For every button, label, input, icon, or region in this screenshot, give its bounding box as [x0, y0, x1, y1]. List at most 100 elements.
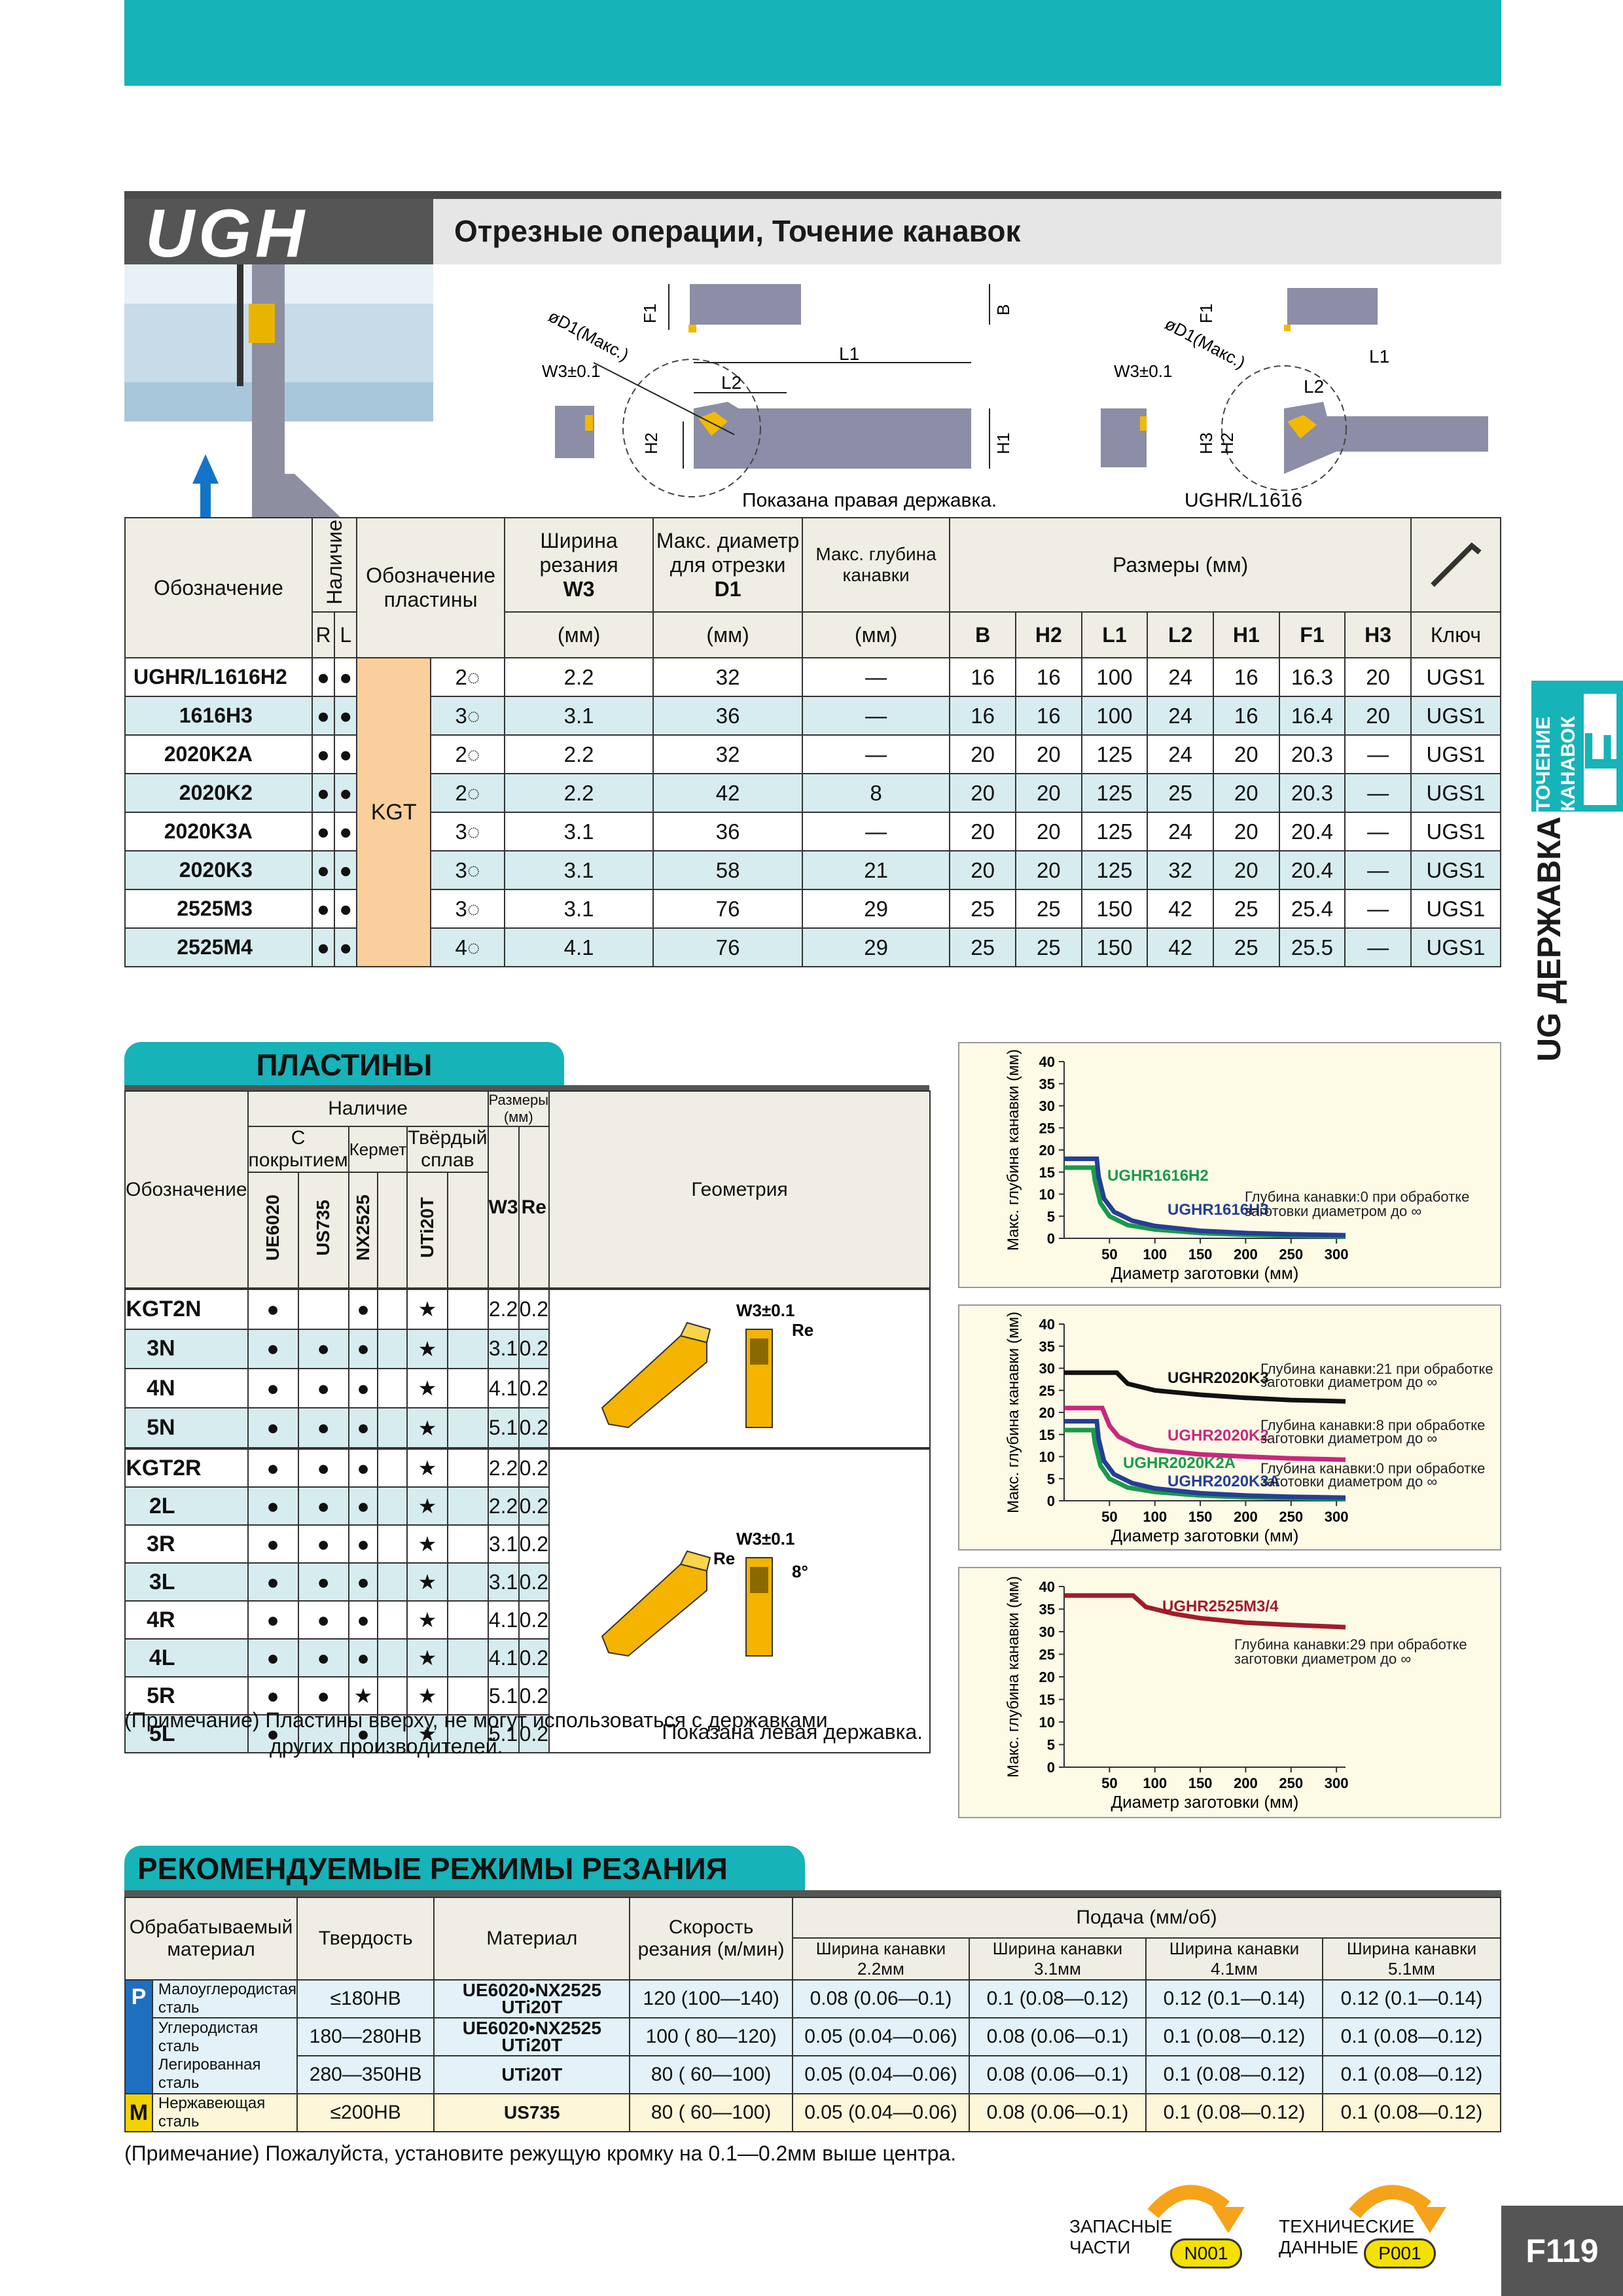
y-tick-label: 30 — [1039, 1361, 1055, 1377]
insert-re: 0.2 — [518, 1448, 550, 1488]
grade-empty — [446, 1367, 489, 1409]
side-sub-1: ТОЧЕНИЕ — [1533, 717, 1555, 812]
th-designation: Обозначение — [124, 517, 313, 658]
cut-th-width-51: Ширина канавки 5.1мм — [1321, 1937, 1502, 1981]
x-tick-label: 200 — [1234, 1775, 1258, 1791]
dimension-cell: 125 — [1080, 773, 1149, 813]
w3-label: W3±0.1 — [542, 361, 600, 381]
avail-r: ● — [311, 696, 336, 736]
title-box — [433, 199, 1501, 264]
chart-annotation: заготовки диаметром до ∞ — [1234, 1651, 1411, 1667]
cut-feed-2-2: 0.08 (0.06—0.1) — [968, 2017, 1147, 2056]
chart-annotation: Глубина канавки:21 при обработке — [1260, 1361, 1493, 1377]
cut-feed-2-4: 0.1 (0.08—0.12) — [1321, 2017, 1502, 2056]
dimension-cell: 24 — [1147, 734, 1214, 774]
dimension-cell: 16 — [1212, 696, 1280, 736]
avail-r: ● — [311, 773, 336, 813]
chart-annotation: заготовки диаметром до ∞ — [1245, 1203, 1421, 1219]
th-r: R — [311, 611, 336, 658]
series-label-UGHR2525M3/4: UGHR2525M3/4 — [1162, 1598, 1279, 1615]
max-diameter: 36 — [652, 812, 803, 852]
th-dim-h3: H3 — [1344, 611, 1412, 658]
spare-parts-link[interactable]: N001 — [1170, 2238, 1242, 2269]
y-tick-label: 5 — [1047, 1471, 1055, 1487]
x-tick-label: 150 — [1188, 1509, 1213, 1525]
left-holder-shown-caption: Показана левая державка. — [662, 1720, 923, 1744]
n-re-label: Re — [792, 1320, 813, 1340]
x-tick-label: 300 — [1325, 1509, 1349, 1525]
insert-size: 4◌ — [430, 927, 505, 967]
holder-designation: 2525M3 — [124, 889, 313, 929]
max-depth: — — [801, 812, 951, 852]
grade-empty — [446, 1448, 489, 1488]
dimension-cell: 20 — [1212, 812, 1280, 852]
x-tick-label: 150 — [1188, 1775, 1213, 1791]
ins-th-coated: С покрытием — [247, 1126, 349, 1173]
x-tick-label: 100 — [1143, 1775, 1167, 1791]
l2-label-small: L2 — [1304, 376, 1324, 397]
dimension-cell: 20 — [1344, 696, 1412, 736]
grade-availability: ★ — [406, 1638, 448, 1677]
grade-empty — [377, 1407, 408, 1449]
holder-designation: 2525M4 — [124, 927, 313, 967]
avail-r: ● — [311, 734, 336, 774]
dimension-cell: 16 — [949, 696, 1016, 736]
cut-feed-3-3: 0.1 (0.08—0.12) — [1145, 2055, 1323, 2094]
grade-empty — [446, 1407, 489, 1449]
inserts-section-line — [124, 1085, 929, 1092]
avail-r: ● — [311, 850, 336, 890]
max-diameter: 42 — [652, 773, 803, 813]
side-sub-2: КАНАВОК — [1558, 716, 1580, 812]
avail-r: ● — [311, 657, 336, 697]
grade-availability: ● — [297, 1638, 349, 1677]
grade-availability: ★ — [406, 1367, 448, 1409]
dimension-cell: 100 — [1080, 696, 1149, 736]
dimension-cell: 150 — [1080, 889, 1149, 929]
tech-data-link[interactable]: P001 — [1364, 2238, 1436, 2269]
dimension-cell: 24 — [1147, 657, 1214, 697]
ins-th-us735: US735 — [313, 1199, 334, 1256]
dimension-cell: 16.4 — [1278, 696, 1346, 736]
insert-re: 0.2 — [518, 1638, 550, 1677]
series-logo: UGH — [145, 196, 309, 272]
insert-group-cell: KGT — [356, 657, 432, 967]
right-holder-caption: Показана правая державка. — [742, 490, 997, 511]
avail-l: ● — [334, 734, 358, 774]
insert-designation: 4N — [124, 1367, 249, 1409]
series-label-UGHR1616H3: UGHR1616H3 — [1168, 1201, 1269, 1219]
th-diam-unit: (мм) — [652, 611, 803, 658]
cut-speed-2: 100 ( 80—120) — [629, 2017, 793, 2056]
cut-speed-4: 80 ( 60—100) — [629, 2093, 793, 2132]
dimension-cell: 20 — [949, 773, 1016, 813]
y-tick-label: 5 — [1047, 1208, 1055, 1225]
dimension-cell: 24 — [1147, 812, 1214, 852]
y-tick-label: 25 — [1039, 1382, 1055, 1399]
grade-availability — [297, 1288, 349, 1330]
dimension-cell: 20 — [1014, 734, 1082, 774]
tech-data-arrow-icon — [1349, 2185, 1446, 2233]
insert-re: 0.2 — [518, 1676, 550, 1715]
key-cell: UGS1 — [1410, 734, 1502, 774]
series-label-UGHR1616H2: UGHR1616H2 — [1107, 1167, 1209, 1185]
insert-w3: 5.1 — [487, 1714, 520, 1753]
cut-th-speed: Скорость резания (м/мин) — [629, 1897, 793, 1981]
key-cell: UGS1 — [1410, 850, 1502, 890]
cutting-width: 3.1 — [503, 696, 654, 736]
spare-parts-label: ЗАПАСНЫЕ ЧАСТИ — [1069, 2216, 1173, 2257]
n-w3-label: W3±0.1 — [736, 1300, 794, 1320]
insert-size: 3◌ — [430, 889, 505, 929]
max-diameter: 76 — [652, 927, 803, 967]
grade-empty — [446, 1486, 489, 1526]
holder-designation: UGHR/L1616H2 — [124, 657, 313, 697]
y-tick-label: 35 — [1039, 1076, 1055, 1092]
x-tick-label: 250 — [1279, 1246, 1303, 1263]
x-tick-label: 150 — [1188, 1246, 1213, 1263]
